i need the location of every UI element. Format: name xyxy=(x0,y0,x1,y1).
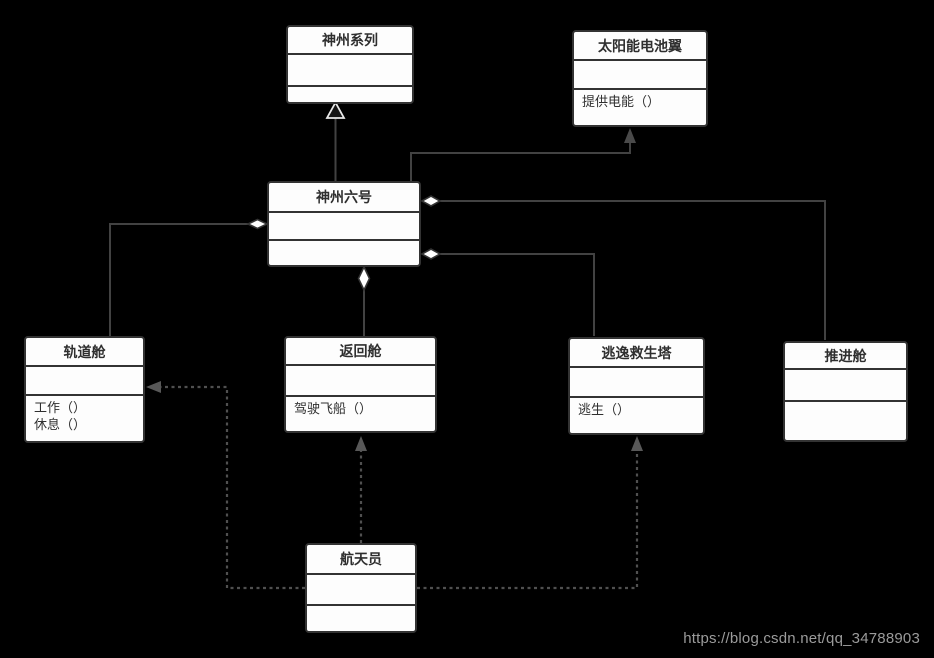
edge-aggregation-shenzhou6-return[interactable] xyxy=(357,265,371,336)
hollow-diamond-icon xyxy=(246,218,269,230)
class-box-return-capsule[interactable]: 返回舱 驾驶飞船（） xyxy=(284,336,437,433)
class-title: 神州六号 xyxy=(316,190,372,206)
class-attributes xyxy=(307,573,415,604)
method-label: 工作（） xyxy=(34,401,87,416)
edge-aggregation-shenzhou6-orbital[interactable] xyxy=(109,218,269,337)
solid-arrow-icon xyxy=(624,128,636,143)
method-label: 驾驶飞船（） xyxy=(294,402,373,417)
class-methods xyxy=(785,400,906,440)
method-label: 休息（） xyxy=(34,418,87,433)
edge-dependency-astronaut-escape[interactable] xyxy=(417,436,643,590)
class-methods: 提供电能（） xyxy=(574,88,706,125)
class-attributes xyxy=(574,59,706,88)
method-label: 逃生（） xyxy=(578,403,631,418)
class-box-escape-tower[interactable]: 逃逸救生塔 逃生（） xyxy=(568,337,705,435)
hollow-diamond-icon xyxy=(420,195,442,207)
class-title: 轨道舱 xyxy=(63,344,106,361)
class-methods xyxy=(288,85,412,102)
class-attributes xyxy=(269,211,419,239)
hollow-triangle-arrow-icon xyxy=(325,100,346,119)
class-attributes xyxy=(26,365,143,394)
class-methods xyxy=(269,239,419,265)
hollow-diamond-icon xyxy=(357,265,371,292)
class-methods: 驾驶飞船（） xyxy=(286,395,435,431)
class-title: 返回舱 xyxy=(339,344,382,360)
edge-aggregation-shenzhou6-escape[interactable] xyxy=(420,248,595,336)
class-box-shenzhou-series[interactable]: 神州系列 xyxy=(286,25,414,104)
class-box-solar-panel-wing[interactable]: 太阳能电池翼 提供电能（） xyxy=(572,30,708,127)
class-title: 太阳能电池翼 xyxy=(598,38,682,55)
edge-association-shenzhou6-to-solarpanel[interactable] xyxy=(410,128,636,181)
hollow-diamond-icon xyxy=(420,248,442,260)
method-label: 提供电能（） xyxy=(582,95,661,110)
class-box-shenzhou-6[interactable]: 神州六号 xyxy=(267,181,421,267)
class-box-propulsion-module[interactable]: 推进舱 xyxy=(783,341,908,442)
class-title: 逃逸救生塔 xyxy=(601,345,672,362)
class-attributes xyxy=(570,366,703,396)
dependency-arrow-icon xyxy=(355,436,367,451)
dependency-arrow-icon xyxy=(631,436,643,451)
edge-generalization-shenzhou6-to-series[interactable] xyxy=(325,100,346,182)
class-title: 航天员 xyxy=(340,552,382,568)
class-box-astronaut[interactable]: 航天员 xyxy=(305,543,417,633)
class-title: 推进舱 xyxy=(824,348,867,365)
class-methods: 工作（） 休息（） xyxy=(26,394,143,441)
class-attributes xyxy=(286,364,435,395)
class-methods: 逃生（） xyxy=(570,396,703,433)
class-box-orbital-module[interactable]: 轨道舱 工作（） 休息（） xyxy=(24,336,145,443)
class-methods xyxy=(307,604,415,631)
class-attributes xyxy=(785,368,906,400)
edge-dependency-astronaut-orbital[interactable] xyxy=(146,381,305,590)
edge-aggregation-shenzhou6-propulsion[interactable] xyxy=(420,195,826,340)
watermark: https://blog.csdn.net/qq_34788903 xyxy=(683,630,920,647)
class-attributes xyxy=(288,53,412,85)
edge-dependency-astronaut-return[interactable] xyxy=(355,436,367,543)
class-title: 神州系列 xyxy=(322,33,378,49)
dependency-arrow-icon xyxy=(146,381,161,393)
